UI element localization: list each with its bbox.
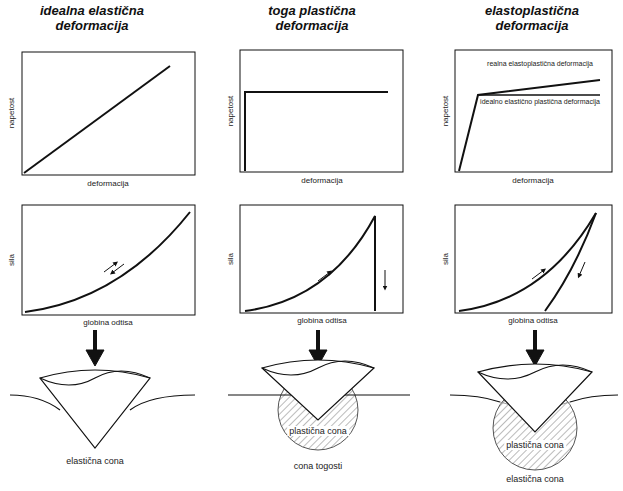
axis-label: globina odtisa — [83, 318, 132, 327]
load-arrow — [532, 270, 544, 279]
axis-label: deformacija — [512, 176, 553, 185]
indenter — [478, 364, 592, 432]
indenter-edge — [40, 371, 150, 385]
load-arrow — [104, 263, 116, 272]
load-arrow — [318, 272, 330, 281]
column-title: idealna elastična deformacija — [17, 4, 167, 34]
chart-frame — [22, 52, 195, 175]
axis-label: sila — [7, 254, 16, 266]
load-arrow — [86, 350, 104, 366]
unload-arrow — [579, 262, 585, 276]
elastic-line — [24, 66, 170, 173]
chart-frame — [240, 205, 403, 313]
indenter-edge — [478, 365, 592, 379]
column-title: toga plastična deformacija — [237, 4, 387, 34]
chart-frame — [240, 50, 403, 172]
axis-label: globina odtisa — [508, 316, 557, 325]
axis-label: deformacija — [87, 179, 128, 188]
axis-label: deformacija — [301, 176, 342, 185]
surface — [10, 395, 60, 410]
load-curve — [459, 213, 596, 311]
zone-label: cona togosti — [294, 461, 343, 471]
surface — [130, 395, 195, 410]
ideal-curve — [478, 94, 600, 96]
chart-frame — [455, 50, 612, 172]
zone-label: elastična cona — [506, 474, 564, 484]
plastic-line — [245, 92, 388, 171]
indenter-edge — [262, 361, 374, 375]
zone-label: plastična cona — [504, 440, 566, 450]
chart-frame — [22, 205, 195, 315]
axis-label: sila — [226, 253, 235, 265]
axis-label: sila — [441, 253, 450, 265]
axis-label: globina odtisa — [297, 316, 346, 325]
axis-label: napetost — [226, 96, 235, 127]
load-curve — [245, 216, 375, 311]
surface — [450, 395, 500, 402]
curve-label: idealno elastično plastična deformacija — [480, 98, 600, 106]
surface — [570, 395, 618, 402]
axis-label: napetost — [441, 96, 450, 127]
chart-frame — [455, 205, 612, 313]
unload-arrow — [112, 264, 124, 273]
load-curve — [25, 212, 190, 312]
unload-arrow — [385, 270, 386, 288]
axis-label: napetost — [7, 98, 16, 129]
unload-curve — [545, 213, 596, 311]
column-title: elastoplastična deformacija — [457, 4, 607, 34]
indenter — [262, 360, 374, 420]
real-curve — [459, 80, 600, 171]
indenter — [40, 370, 150, 448]
curve-label: realna elastoplastična deformacija — [487, 60, 593, 68]
zone-label: plastična cona — [287, 426, 349, 436]
zone-label: elastična cona — [66, 456, 124, 466]
